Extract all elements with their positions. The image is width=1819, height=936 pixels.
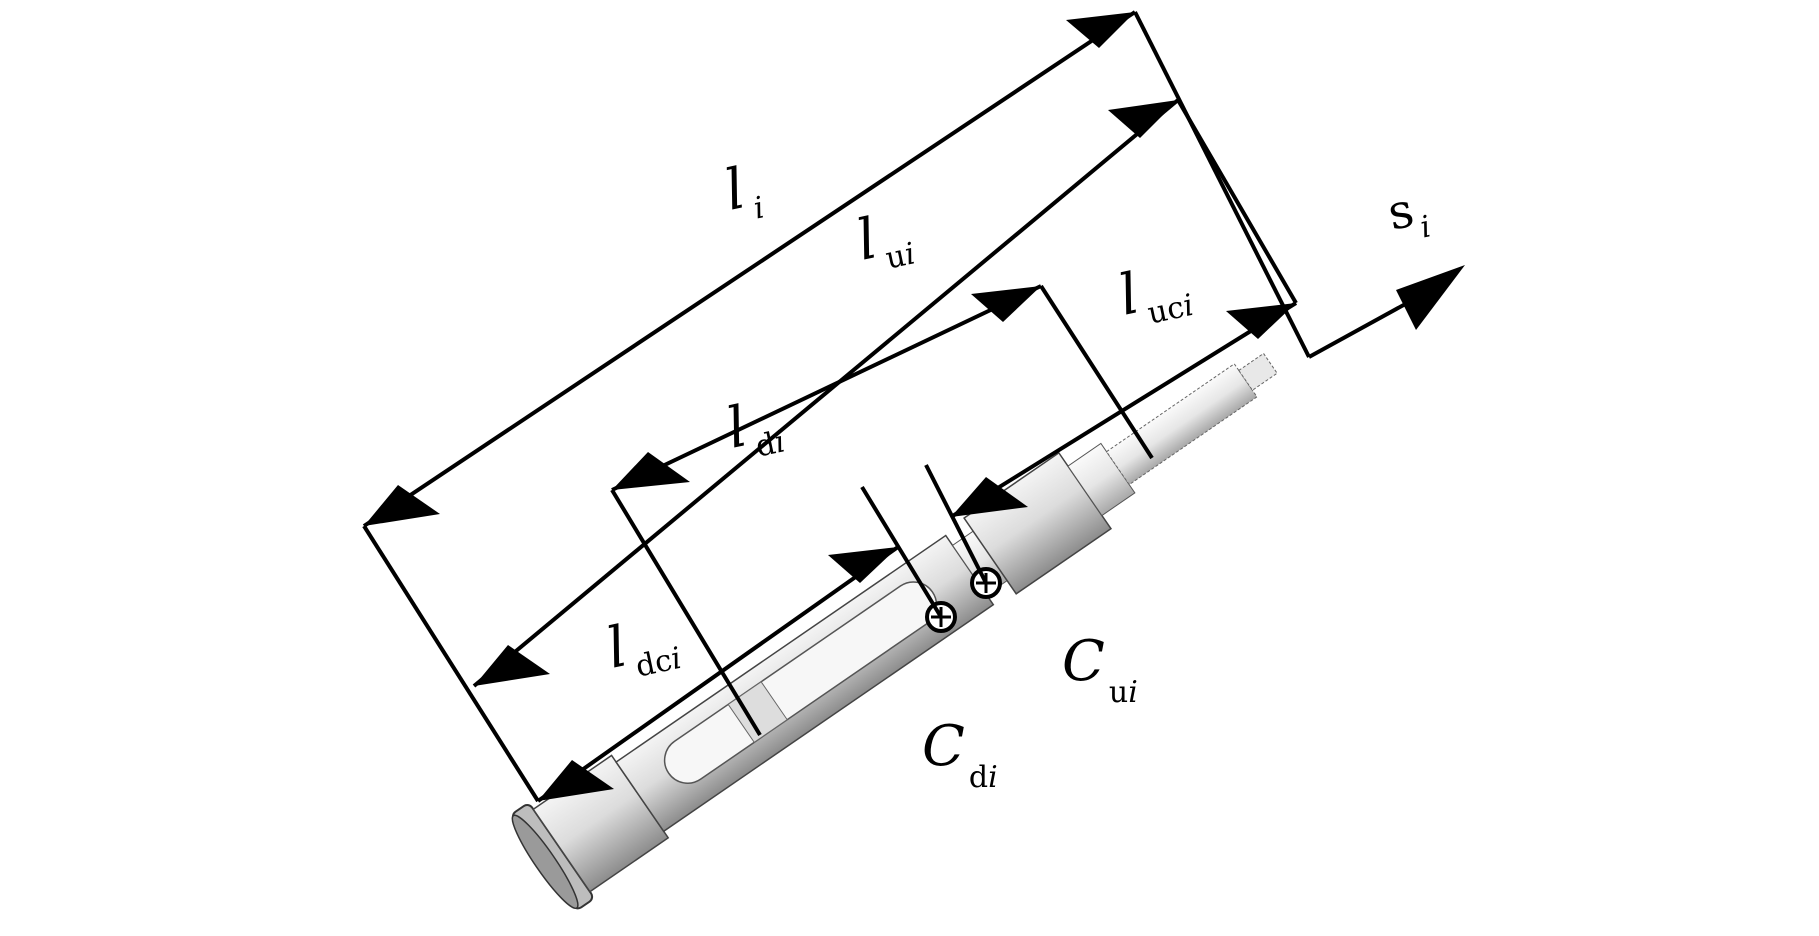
label-l-ui: lui (851, 199, 918, 281)
dim-l-di (611, 284, 1042, 492)
dim-l-uci (949, 301, 1298, 519)
dim-l-i (362, 10, 1137, 528)
extension-lines (362, 11, 1311, 803)
piston-band (727, 681, 788, 744)
label-l-i: li (719, 153, 767, 231)
cylinder-slot (663, 581, 938, 784)
s-i-arrow (1308, 265, 1465, 359)
label-l-dci: ldci (601, 604, 684, 690)
rod-end (1238, 352, 1278, 391)
label-s-i: si (1383, 179, 1434, 252)
label-l-di: ldi (721, 387, 788, 469)
label-l-uci: luci (1113, 251, 1196, 337)
dim-l-ui (472, 98, 1180, 688)
dim-l-dci (536, 545, 900, 803)
strut-body (511, 352, 1278, 910)
end-plate-face (511, 814, 579, 910)
